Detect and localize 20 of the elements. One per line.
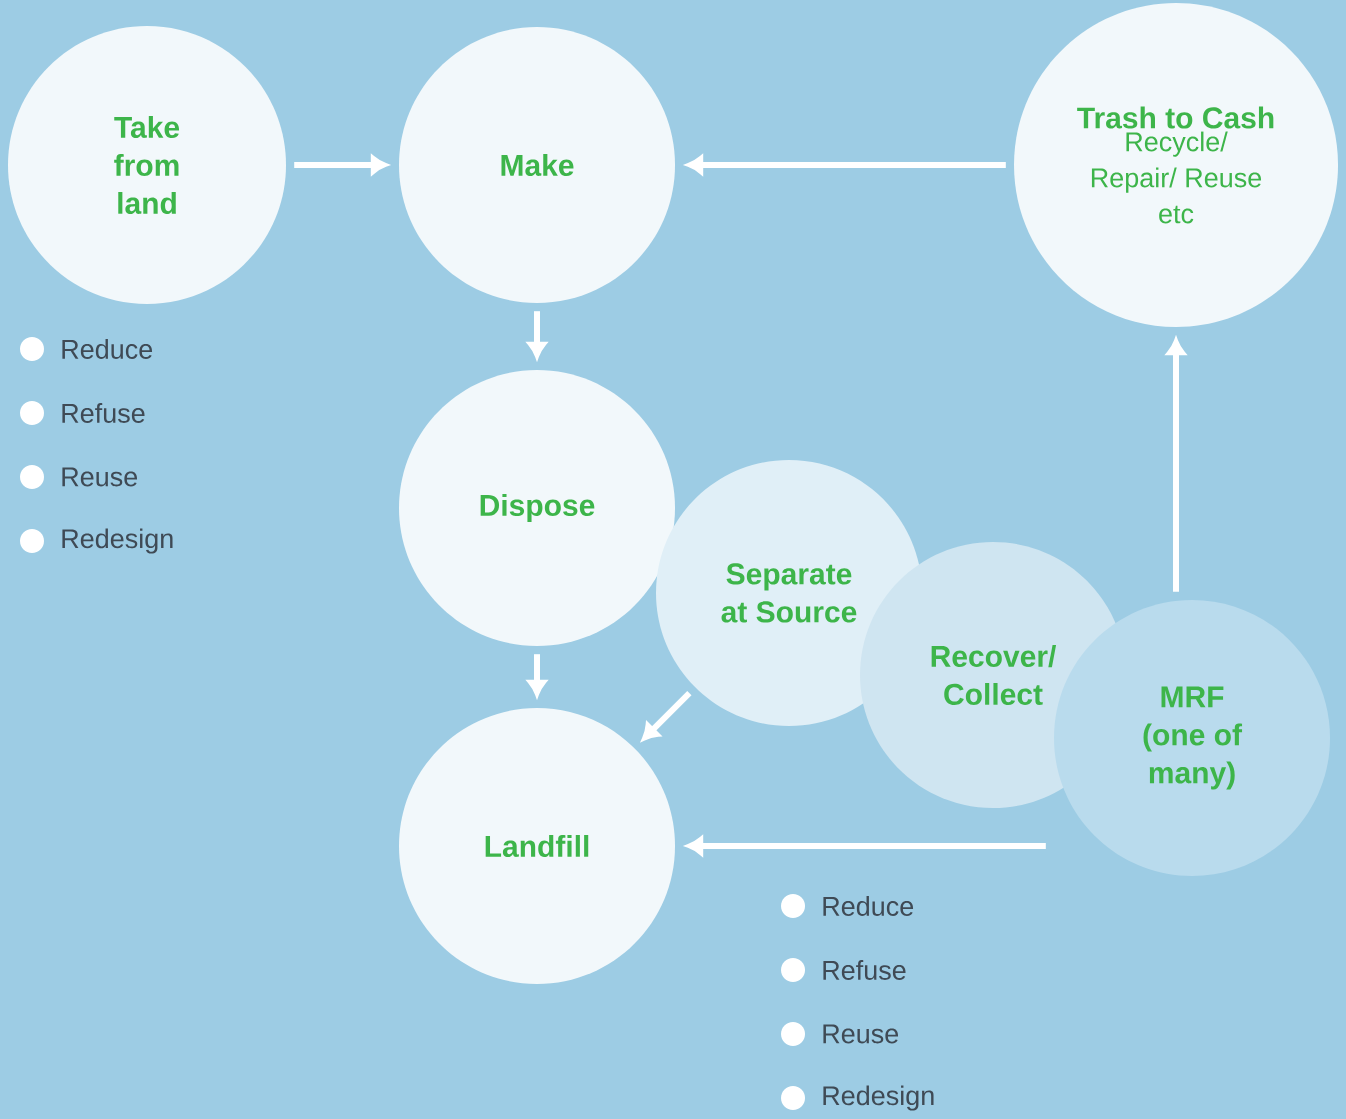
list-item: Refuse xyxy=(823,960,906,980)
circle-node: Trash to Cash Recycle/ Repair/ Reuse etc xyxy=(1014,3,1338,327)
circle-node: Dispose xyxy=(399,370,675,646)
circle-node: Landfill xyxy=(399,708,675,984)
arrow xyxy=(686,836,1046,856)
arrow xyxy=(294,155,388,175)
list-item: Reduce xyxy=(62,339,153,359)
list-item: Redesign xyxy=(62,528,173,554)
list-item: Redesign xyxy=(823,1085,934,1111)
arrow xyxy=(527,654,547,697)
arrow xyxy=(527,311,547,359)
arrow xyxy=(1166,338,1186,592)
arrow xyxy=(642,690,692,741)
arrow xyxy=(686,155,1006,175)
list-item: Reuse xyxy=(823,1024,899,1044)
list-item: Reuse xyxy=(62,467,138,487)
list-item: Reduce xyxy=(823,896,914,916)
circle-node: Make xyxy=(399,27,675,303)
circle-node: Take from land xyxy=(8,26,286,304)
list-item: Refuse xyxy=(62,403,145,423)
